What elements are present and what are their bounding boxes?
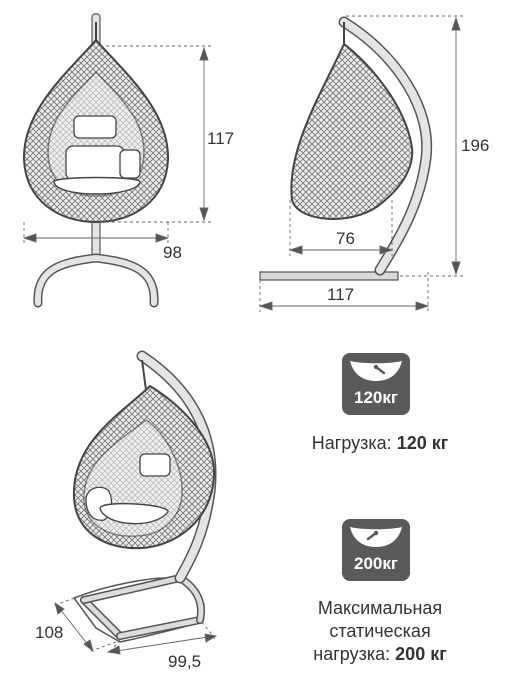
load-caption: Нагрузка: 120 кг: [270, 432, 490, 455]
front-view-chair: [22, 13, 170, 308]
side-cocoon-width-label: 76: [336, 229, 355, 248]
side-base-length-label: 117: [327, 285, 355, 304]
static-load-line3: нагрузка: 200 кг: [280, 643, 480, 666]
front-dimension-lines: [22, 45, 214, 244]
front-seat-cushion: [53, 176, 141, 195]
front-pillow-right: [119, 149, 141, 179]
side-height-label: 196: [461, 136, 490, 155]
load-value: 120 кг: [396, 433, 449, 453]
front-height-label: 117: [207, 129, 235, 148]
static-load-badge-value: 200кг: [354, 554, 398, 573]
static-load-line1: Максимальная: [317, 598, 443, 618]
load-label: Нагрузка:: [311, 433, 392, 453]
front-pillow-left: [65, 145, 125, 181]
front-pillow-top: [73, 115, 117, 139]
static-load-badge: 200кг: [342, 519, 410, 581]
persp-seat-cushion: [99, 502, 169, 525]
load-badge: 120кг: [342, 353, 410, 415]
persp-dimension-lines: [51, 595, 218, 655]
side-dimension-lines: [258, 15, 466, 312]
static-load-value: 200 кг: [395, 644, 447, 664]
weight-scale-icon: [350, 527, 402, 547]
side-view-chair: [259, 16, 433, 281]
static-load-caption: Максимальная статическая нагрузка: 200 к…: [280, 597, 480, 666]
persp-pillow-top: [139, 453, 171, 477]
static-load-line2: статическая: [329, 621, 431, 641]
load-badge-value: 120кг: [354, 388, 398, 407]
static-load-label: нагрузка:: [313, 644, 391, 664]
weight-scale-icon: [350, 361, 402, 381]
side-base: [259, 271, 399, 281]
front-width-label: 98: [163, 243, 182, 262]
persp-depth-label: 108: [35, 623, 64, 642]
perspective-view-chair: [72, 350, 217, 643]
persp-width-label: 99,5: [168, 652, 202, 671]
side-cocoon: [290, 42, 414, 220]
